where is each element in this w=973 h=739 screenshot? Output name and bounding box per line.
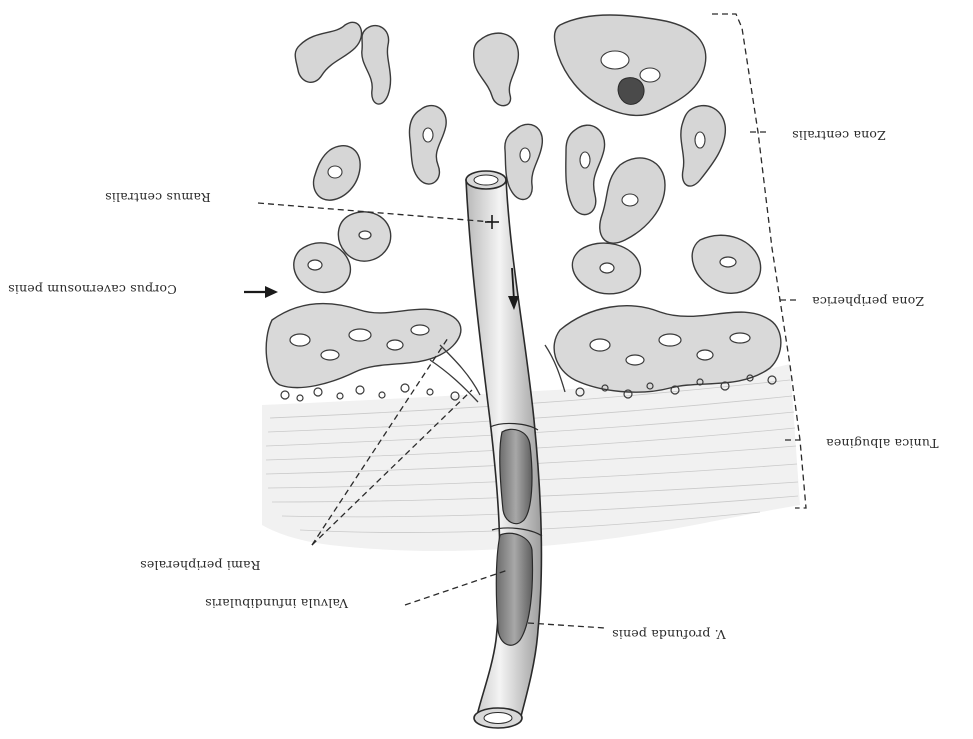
label-ramus-centralis: Ramus centralis [105, 190, 211, 205]
label-zona-centralis: Zona centralis [792, 128, 886, 143]
label-tunica-albuginea: Tunica albuginea [826, 436, 938, 451]
corpus-arrow [244, 286, 278, 298]
label-corpus-cavernosum: Corpus cavernosum penis [8, 282, 177, 297]
dark-sinus [618, 78, 644, 105]
central-zone-islands [295, 15, 725, 243]
label-valvula: Valvula infundibularis [205, 596, 348, 611]
label-v-profunda: V. profunda penis [612, 627, 726, 642]
label-rami-peripherales: Rami peripherales [140, 558, 260, 573]
label-zona-peripherica: Zona peripherica [812, 294, 924, 309]
